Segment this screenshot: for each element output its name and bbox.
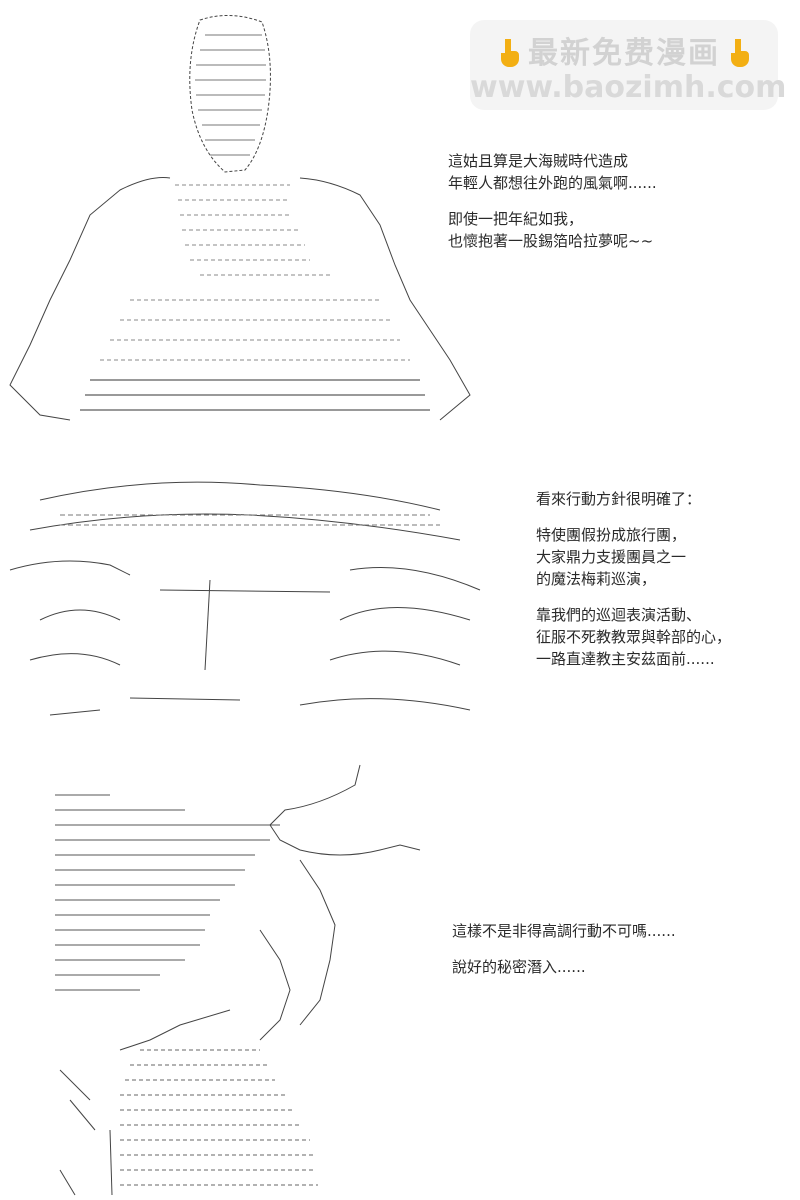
watermark-title: 最新免费漫画: [528, 36, 720, 71]
watermark-title-row: 最新免费漫画: [470, 28, 778, 72]
dialogue-line: 這樣不是非得高調行動不可嗎......: [452, 922, 676, 940]
dialogue-line: 靠我們的巡迴表演活動、: [536, 606, 702, 624]
pointing-hand-icon: [501, 39, 519, 67]
panel-3-text: 這樣不是非得高調行動不可嗎...... 說好的秘密潛入......: [452, 920, 676, 978]
dialogue-line: 這姑且算是大海賊時代造成: [448, 152, 629, 170]
panel-2-text: 看來行動方針很明確了： 特使團假扮成旅行團， 大家鼎力支援團員之一 的魔法梅莉巡…: [536, 488, 731, 670]
dialogue-line: 的魔法梅莉巡演，: [536, 570, 657, 588]
dialogue-line: 一路直達教主安茲面前......: [536, 650, 715, 668]
dialogue-gap: [536, 510, 731, 524]
watermark-url: www.baozimh.com: [470, 70, 787, 105]
dialogue-gap: [452, 942, 676, 956]
dialogue-line: 也懷抱著一股錫箔哈拉夢呢~~: [448, 232, 654, 250]
dialogue-line: 看來行動方針很明確了：: [536, 490, 702, 508]
dialogue-line: 即使一把年紀如我，: [448, 210, 584, 228]
dialogue-gap: [536, 590, 731, 604]
panel-2: 看來行動方針很明確了： 特使團假扮成旅行團， 大家鼎力支援團員之一 的魔法梅莉巡…: [0, 470, 800, 730]
dialogue-line: 特使團假扮成旅行團，: [536, 526, 687, 544]
watermark: 最新免费漫画 www.baozimh.com: [470, 20, 787, 110]
dialogue-line: 大家鼎力支援團員之一: [536, 548, 687, 566]
dialogue-line: 說好的秘密潛入......: [452, 958, 586, 976]
ascii-art-figure-profile: [0, 750, 440, 1200]
panel-3: 這樣不是非得高調行動不可嗎...... 說好的秘密潛入......: [0, 750, 800, 1200]
dialogue-line: 征服不死教教眾與幹部的心，: [536, 628, 732, 646]
panel-1: 這姑且算是大海賊時代造成 年輕人都想往外跑的風氣啊...... 即使一把年紀如我…: [0, 0, 800, 440]
dialogue-line: 年輕人都想往外跑的風氣啊......: [448, 174, 657, 192]
dialogue-gap: [448, 194, 657, 208]
ascii-art-old-man: [0, 0, 480, 440]
ascii-art-hat-eyes: [0, 470, 490, 730]
pointing-hand-icon-right: [731, 39, 749, 67]
panel-1-text: 這姑且算是大海賊時代造成 年輕人都想往外跑的風氣啊...... 即使一把年紀如我…: [448, 150, 657, 252]
